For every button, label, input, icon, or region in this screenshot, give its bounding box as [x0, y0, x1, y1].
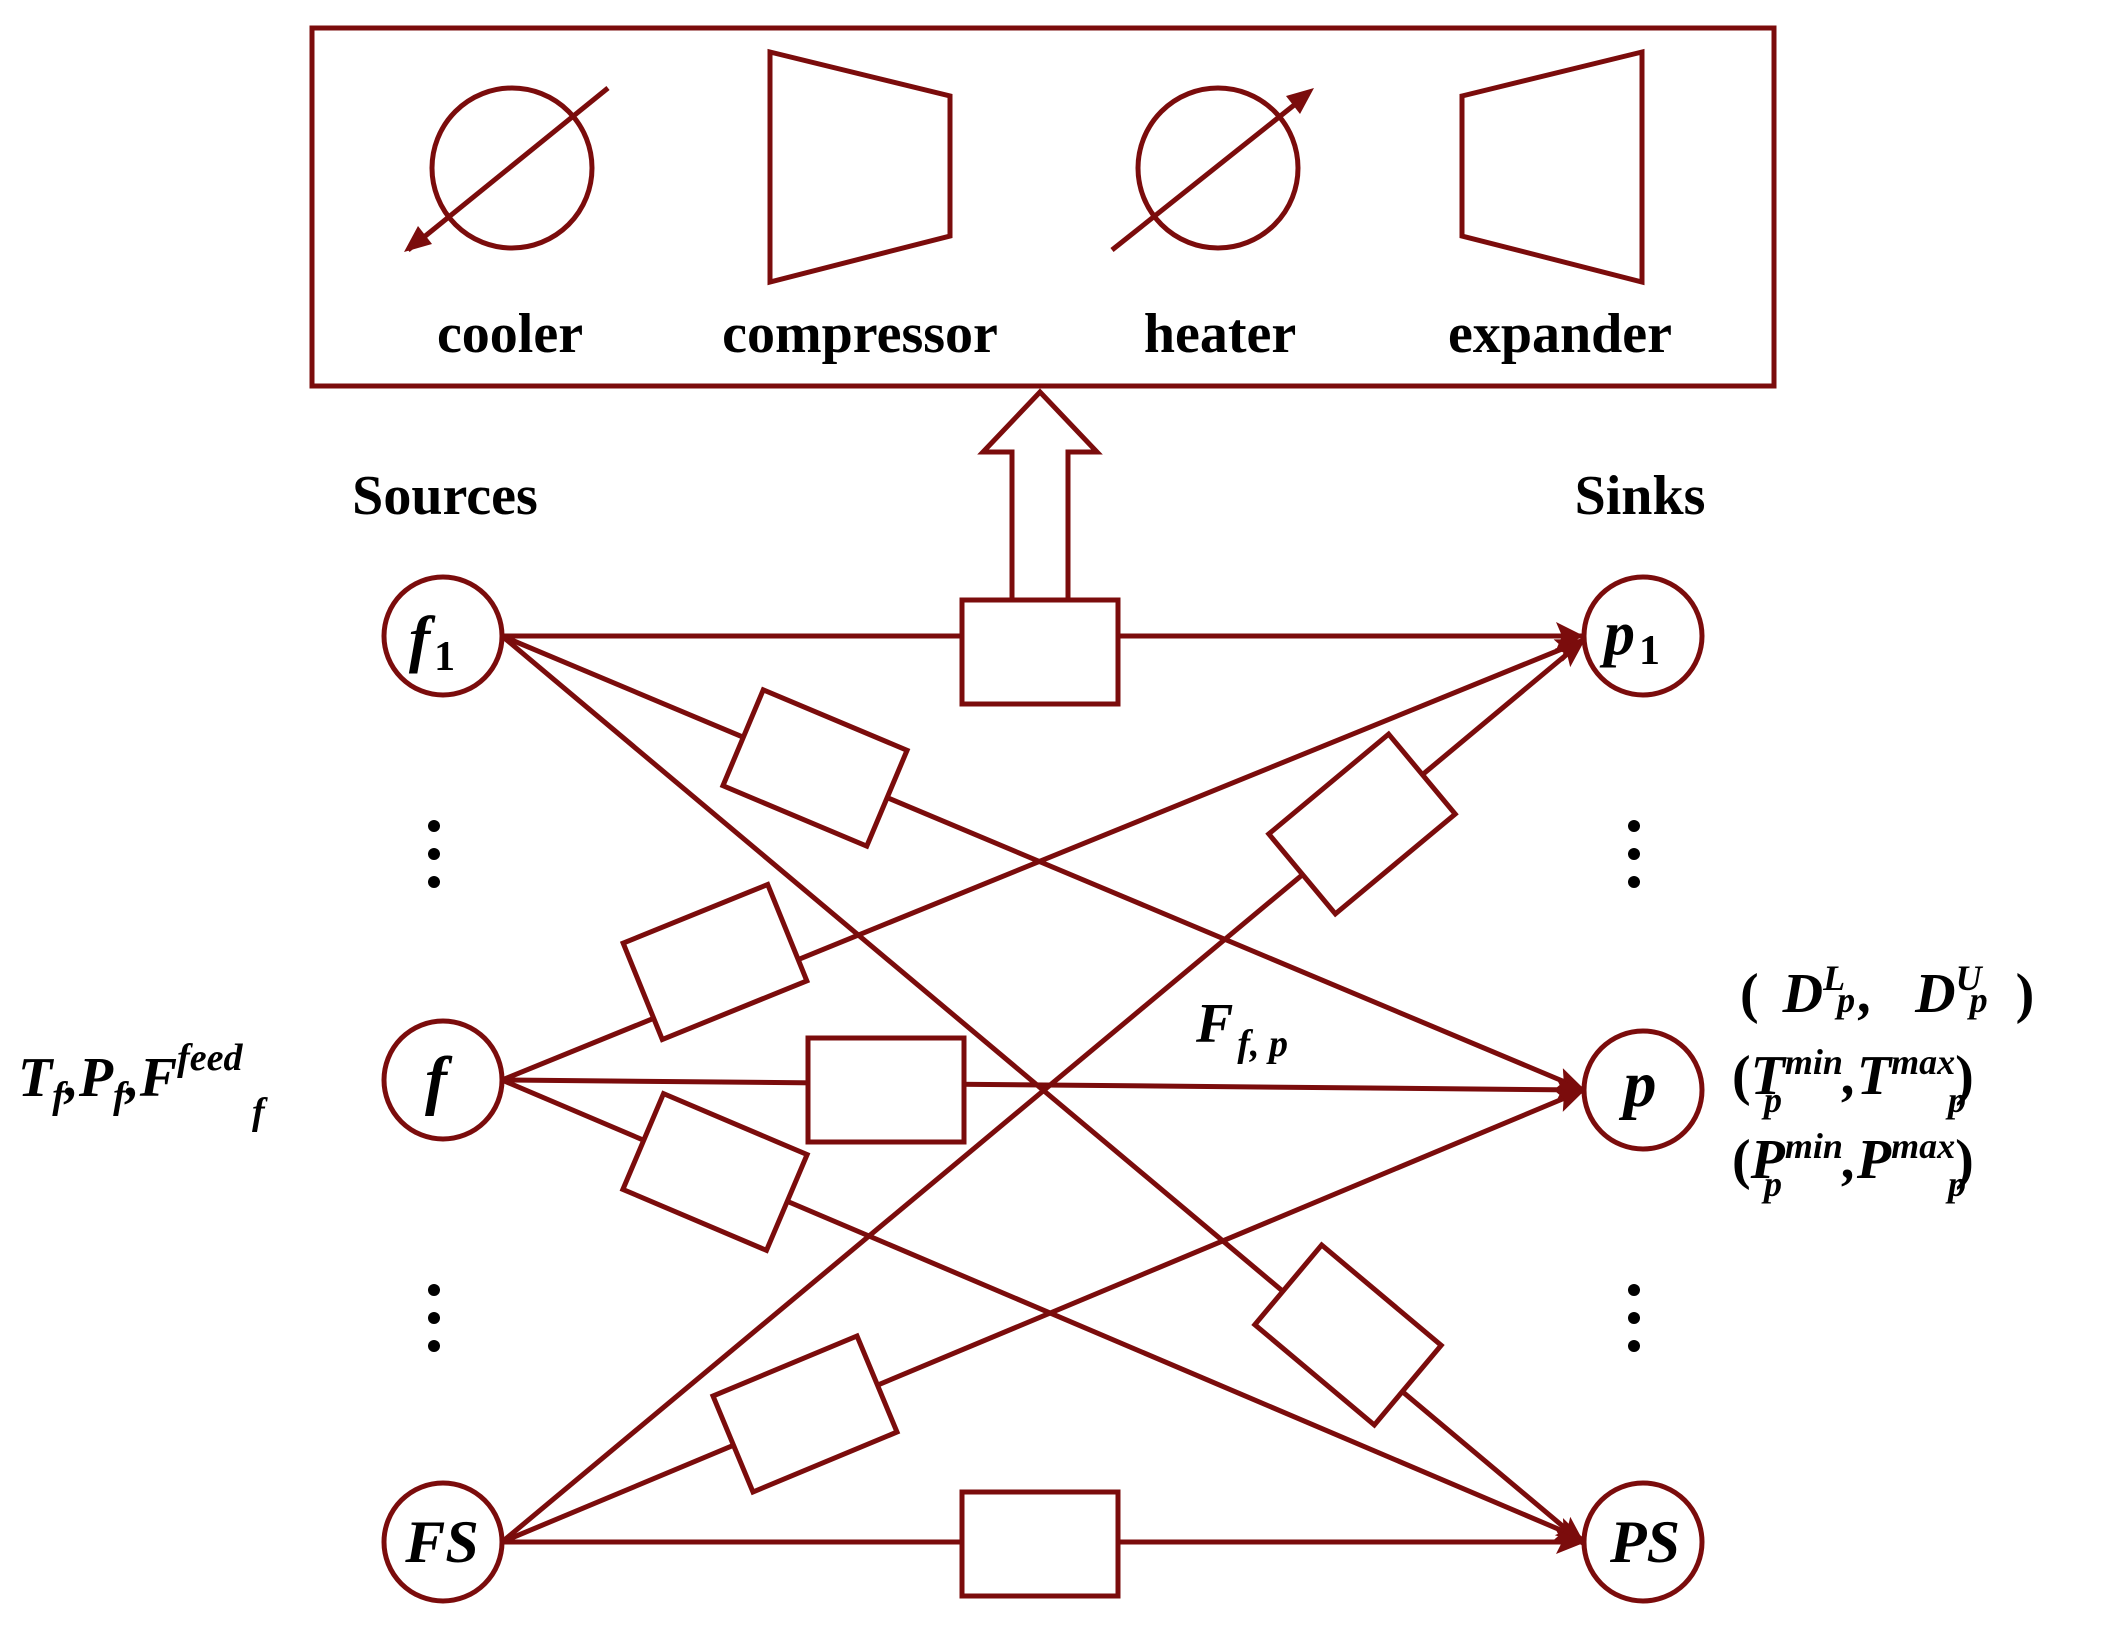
legend-label-expander: expander [1448, 303, 1672, 365]
sink-node-p [1581, 1028, 1705, 1152]
source-node-f1 [381, 574, 505, 698]
connections [500, 622, 1586, 1554]
sink-label-p1: p1 [1599, 600, 1660, 674]
connection-f1-p [501, 633, 1586, 1093]
compressor-icon [767, 48, 953, 286]
source-node-f [381, 1018, 505, 1142]
legend-label-heater: heater [1144, 303, 1296, 365]
legend-frame [309, 25, 1777, 389]
sink-bound-T-sub-max: p [1945, 1080, 1966, 1120]
sink-bound-P: (Pmin,Pmax) [1732, 1126, 1974, 1191]
unit-box-f-ps [619, 1090, 811, 1254]
unit-box-f1-p [719, 686, 911, 850]
sink-ellipsis-upper [1628, 820, 1640, 888]
source-parameters: Tf,Pf,Ffeed [18, 1037, 243, 1117]
expander-icon [1459, 48, 1645, 286]
source-ellipsis-lower [428, 1284, 440, 1352]
expansion-arrow [977, 388, 1103, 600]
sources-heading: Sources [352, 465, 538, 527]
unit-boxes [619, 597, 1459, 1599]
unit-operations-legend: cooler compressor heater expander [309, 25, 1777, 389]
sink-bound-P-sub-max: p [1945, 1164, 1966, 1204]
source-node-fs [381, 1480, 505, 1604]
unit-box-fs-p1 [1265, 730, 1459, 918]
cooler-icon [404, 85, 610, 252]
source-label-fs: FS [404, 1509, 478, 1575]
sink-nodes: p1 p PS [1581, 574, 1705, 1604]
unit-box-fs-ps [959, 1489, 1121, 1599]
sink-label-ps: PS [1609, 1509, 1680, 1575]
ellipsis-dots [428, 820, 1640, 1352]
connection-fs-p [501, 1087, 1586, 1545]
unit-box-f-p [805, 1035, 967, 1145]
sink-label-p: p [1619, 1048, 1657, 1121]
sink-bound-T: (Tmin,Tmax) [1732, 1042, 1974, 1107]
sink-bound-P-sub-min: p [1761, 1164, 1782, 1204]
unit-box-fs-p [709, 1332, 901, 1496]
source-param-F-subscript: f [252, 1091, 268, 1133]
sink-ellipsis-lower [1628, 1284, 1640, 1352]
sink-bound-T-sub-min: p [1761, 1080, 1782, 1120]
heater-icon [1110, 85, 1314, 252]
sink-node-p1 [1581, 574, 1705, 698]
sinks-heading: Sinks [1575, 465, 1706, 527]
source-ellipsis-upper [428, 820, 440, 888]
connection-f-p [501, 1077, 1586, 1102]
unit-box-f-p1 [619, 881, 811, 1043]
unit-box-f1-ps [1251, 1241, 1445, 1429]
legend-label-compressor: compressor [722, 303, 998, 365]
unit-box-f1-p1 [959, 597, 1121, 707]
source-nodes: f1 f FS [381, 574, 505, 1604]
legend-label-cooler: cooler [437, 303, 583, 365]
sink-node-ps [1581, 1480, 1705, 1604]
